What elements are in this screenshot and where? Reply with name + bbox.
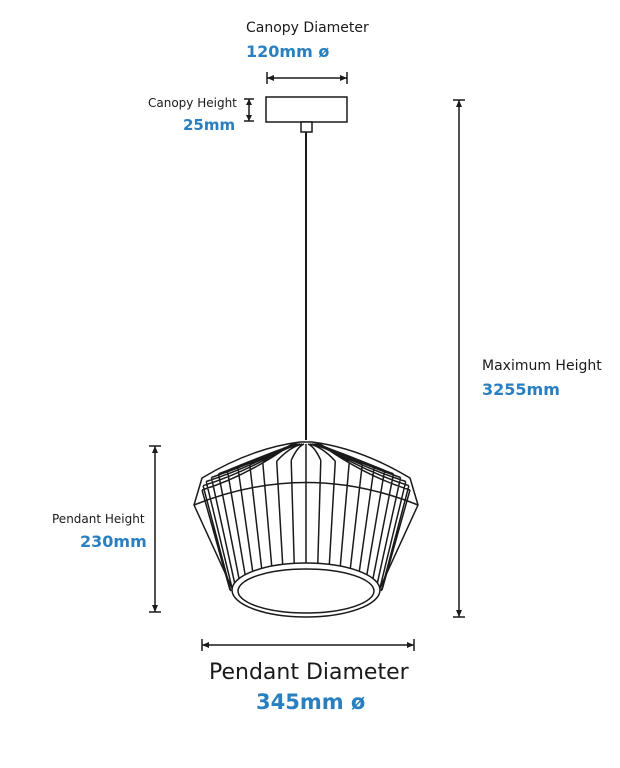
pendant-diameter-value: 345mm ø (256, 690, 366, 714)
canopy (265, 96, 348, 123)
canopy-height-arrow (244, 98, 254, 122)
maximum-height-arrow (453, 99, 465, 618)
pendant-height-arrow (149, 445, 161, 613)
canopy-height-value: 25mm (183, 116, 236, 134)
pendant-diameter-label: Pendant Diameter (209, 660, 409, 685)
canopy-diameter-value: 120mm ø (246, 42, 330, 61)
canopy-connector (300, 121, 313, 133)
shade-opening (231, 562, 381, 618)
canopy-diameter-arrow (266, 72, 348, 84)
canopy-height-label: Canopy Height (148, 96, 237, 110)
shade-ribs (201, 443, 411, 598)
maximum-height-value: 3255mm (482, 380, 560, 399)
pendant-height-label: Pendant Height (52, 512, 145, 526)
pendant-height-value: 230mm (80, 532, 147, 551)
pendant-diameter-arrow (201, 639, 415, 651)
pendant-shade (193, 441, 419, 618)
maximum-height-label: Maximum Height (482, 358, 602, 374)
canopy-diameter-label: Canopy Diameter (246, 20, 369, 36)
